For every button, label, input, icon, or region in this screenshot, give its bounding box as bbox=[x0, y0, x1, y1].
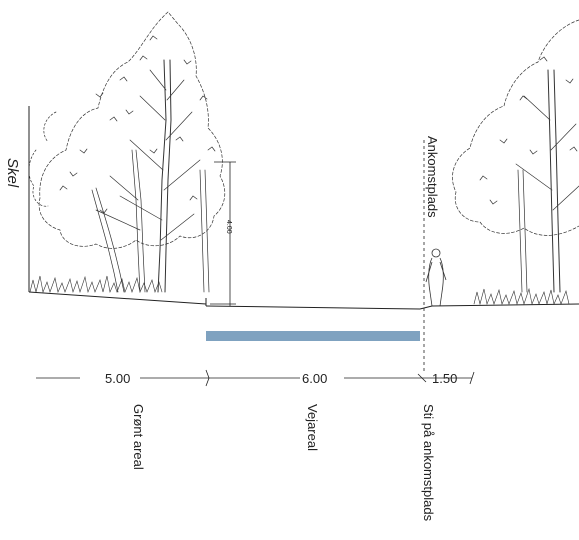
right-tree-group bbox=[452, 19, 579, 306]
dimension-tick bbox=[205, 369, 210, 387]
dimension-value-green: 5.00 bbox=[105, 371, 130, 386]
dimension-value-road: 6.00 bbox=[302, 371, 327, 386]
dimension-tick bbox=[469, 371, 475, 385]
road-extent-bar bbox=[206, 331, 420, 341]
green-area-ground-line bbox=[28, 291, 207, 305]
dimension-tick bbox=[417, 373, 427, 383]
zone-label-road: Vejareal bbox=[305, 404, 320, 451]
dimension-chain bbox=[36, 369, 475, 387]
zone-label-green: Grønt areal bbox=[131, 404, 146, 470]
road-surface-line bbox=[205, 305, 421, 310]
height-dimension bbox=[210, 161, 236, 306]
boundary-label: Skel bbox=[4, 158, 21, 188]
dimension-value-path: 1.50 bbox=[432, 371, 457, 386]
person-figure bbox=[425, 248, 447, 307]
left-tree-group bbox=[28, 11, 226, 294]
arrival-label: Ankomstplads bbox=[425, 136, 440, 218]
height-label: 4.00 bbox=[225, 220, 232, 234]
path-ground-line bbox=[419, 303, 579, 310]
zone-label-path: Sti på ankomstplads bbox=[421, 404, 436, 522]
ground-profile bbox=[28, 106, 579, 310]
